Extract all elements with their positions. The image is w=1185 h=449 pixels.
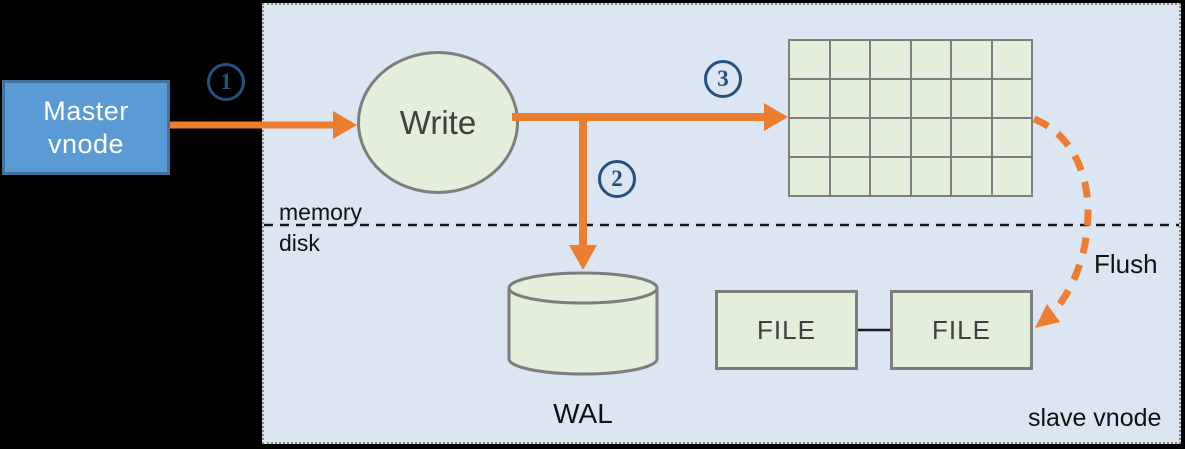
master-vnode-label-line1: Master xyxy=(43,95,129,126)
memtable-cell xyxy=(790,119,829,156)
memtable-cell xyxy=(830,158,869,195)
flush-label: Flush xyxy=(1094,249,1158,279)
step-2-badge: 2 xyxy=(598,160,636,198)
step-1-number: 1 xyxy=(220,69,232,94)
memtable-cell xyxy=(992,41,1031,78)
memtable-cell xyxy=(790,158,829,195)
memtable-cell xyxy=(830,41,869,78)
wal-label: WAL xyxy=(553,398,613,429)
step-2-number: 2 xyxy=(611,166,623,191)
write-node: Write xyxy=(357,51,519,194)
memtable-cell xyxy=(952,41,991,78)
master-vnode-box: Master vnode xyxy=(2,80,170,175)
wal-cylinder xyxy=(507,271,659,376)
memtable-cell xyxy=(952,119,991,156)
memtable-cell xyxy=(871,158,910,195)
memtable-cell xyxy=(911,80,950,117)
memtable-cell xyxy=(871,41,910,78)
memtable-grid xyxy=(788,39,1033,197)
memtable-cell xyxy=(911,119,950,156)
wal-cylinder-body xyxy=(507,288,659,376)
memtable-cell xyxy=(992,158,1031,195)
file-box-1: FILE xyxy=(715,290,858,370)
file-box-2-label: FILE xyxy=(932,314,991,345)
wal-cylinder-top xyxy=(507,271,659,305)
memtable-cell xyxy=(992,80,1031,117)
memtable-cell xyxy=(952,80,991,117)
memtable-cell xyxy=(871,80,910,117)
memtable-cell xyxy=(830,119,869,156)
step-1-badge: 1 xyxy=(207,63,245,101)
slave-vnode-label: slave vnode xyxy=(1028,404,1162,432)
step-3-badge: 3 xyxy=(704,60,742,98)
file-box-2: FILE xyxy=(890,290,1033,370)
memtable-cell xyxy=(911,41,950,78)
write-node-label: Write xyxy=(399,103,477,141)
memtable-cell xyxy=(952,158,991,195)
memtable-cell xyxy=(871,119,910,156)
memtable-cell xyxy=(830,80,869,117)
memtable-cell xyxy=(911,158,950,195)
memtable-cell xyxy=(790,80,829,117)
file-box-1-label: FILE xyxy=(757,314,816,345)
memtable-cell xyxy=(992,119,1031,156)
step-3-number: 3 xyxy=(717,66,729,91)
master-vnode-label-line2: vnode xyxy=(47,128,125,159)
disk-label: disk xyxy=(279,230,320,256)
memory-label: memory xyxy=(279,199,363,225)
memtable-cell xyxy=(790,41,829,78)
